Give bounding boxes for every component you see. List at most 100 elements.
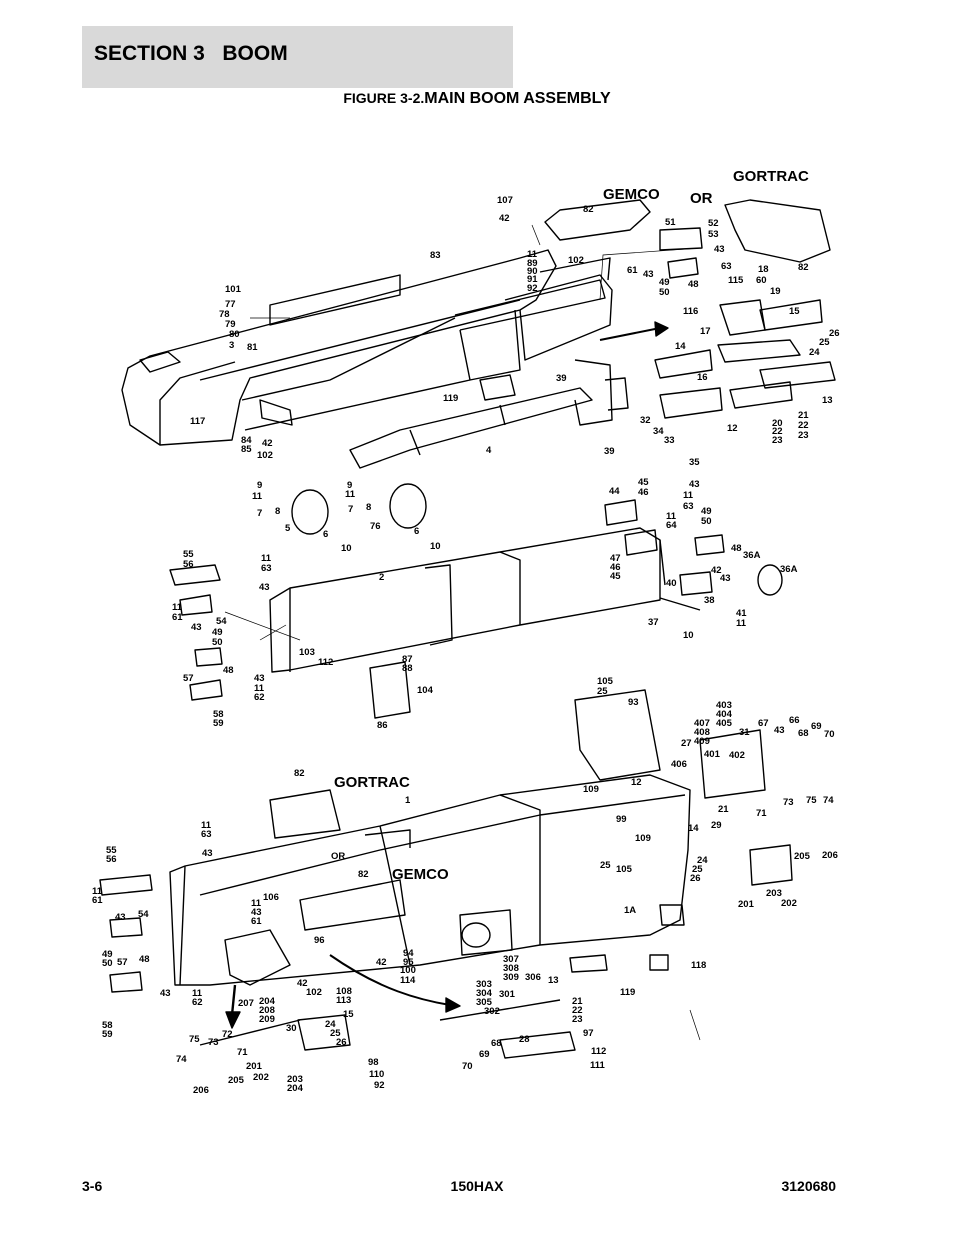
gemco-label-top: GEMCO [603,186,660,203]
part-callout: 21 [572,996,583,1007]
part-callout: 52 [708,218,719,229]
figure-number: FIGURE 3-2. [343,90,425,106]
figure-title: FIGURE 3-2.MAIN BOOM ASSEMBLY [0,90,954,108]
part-callout: 404 [716,709,733,720]
part-callout: 97 [583,1028,594,1039]
part-callout: 68 [798,728,809,739]
part-callout: 55 [183,549,194,560]
part-callout: 49 [659,277,670,288]
part-callout: 68 [491,1038,502,1049]
part-callout: 205 [794,851,811,862]
part-callout: 61 [251,916,262,927]
part-callout: 58 [102,1020,113,1031]
part-callout: 41 [736,608,747,619]
part-callout: 201 [246,1061,263,1072]
part-callout: 1A [624,905,636,916]
part-callout: 402 [729,750,745,761]
part-callout: 43 [191,622,202,633]
part-callout: 111 [590,1060,606,1071]
part-callout: 95 [403,957,414,968]
part-callout: 24 [325,1019,336,1030]
part-callout: 408 [694,727,710,738]
page-number: 3-6 [82,1178,103,1194]
part-callout: 61 [172,612,183,623]
part-callout: 42 [376,957,387,968]
part-callout: 3 [229,340,234,351]
part-callout: 34 [653,426,664,437]
part-callout: 22 [798,420,809,431]
part-callout: 308 [503,963,519,974]
part-callout: 10 [341,543,352,554]
part-callout: 22 [572,1005,583,1016]
part-callout: 26 [690,873,701,884]
part-callout: 112 [318,657,333,668]
part-callout: 13 [548,975,559,986]
part-callout: 58 [213,709,224,720]
part-callout: 71 [237,1047,248,1058]
part-callout: 70 [824,729,835,740]
part-callout: 15 [789,306,800,317]
part-callout: 5 [285,523,291,534]
gemco-label-bottom: GEMCO [392,866,449,883]
part-callout: 37 [648,617,659,628]
part-callout: 89 [527,258,538,269]
part-callout: 7 [348,504,353,515]
callout-leaders [224,224,701,1041]
part-callout: 204 [259,996,276,1007]
part-callout: 80 [229,329,240,340]
part-callout: 99 [616,814,627,825]
part-callout: 11 [252,491,263,502]
part-callout: 307 [503,954,519,965]
part-callout: 77 [225,299,236,310]
part-callout: 110 [369,1069,384,1080]
or-label-bottom: OR [331,851,345,862]
part-callout: 72 [222,1029,233,1040]
gortrac-label-top: GORTRAC [733,168,809,185]
part-callout: 57 [183,673,194,684]
part-callout: 30 [286,1023,297,1034]
part-callout: 43 [643,269,654,280]
part-callout: 63 [721,261,732,272]
part-callout: 303 [476,979,492,990]
part-callout: 108 [336,986,352,997]
part-callout: 26 [336,1037,347,1048]
part-callout: 11 [251,898,262,909]
part-callout: 62 [192,997,203,1008]
part-callout: 11 [527,249,538,260]
part-callout: 38 [704,595,715,606]
part-callout: 48 [688,279,699,290]
part-callout: 115 [728,275,744,286]
part-callout: 25 [330,1028,341,1039]
part-callout: 48 [731,543,742,554]
part-callout: 101 [225,284,242,295]
part-callout: 45 [638,477,649,488]
part-callout: 82 [583,204,594,215]
part-callout: 36A [743,550,761,561]
part-callout: 407 [694,718,710,729]
part-callout: 11 [736,618,747,629]
part-callout: 49 [102,949,113,960]
part-callout: 59 [102,1029,113,1040]
part-callout: 62 [254,692,265,703]
brand-labels: GEMCO OR GORTRAC GORTRAC OR GEMCO [331,168,809,883]
part-callout: 92 [374,1080,385,1091]
part-callout: 8 [366,502,371,513]
part-callout: 119 [443,393,458,404]
part-callout: 107 [497,195,513,206]
part-callout: 28 [519,1034,530,1045]
part-callout: 401 [704,749,721,760]
part-callout: 74 [176,1054,187,1065]
part-callout: 85 [241,444,252,455]
part-callout: 202 [781,898,797,909]
part-callout: 61 [92,895,103,906]
part-callout: 43 [160,988,171,999]
part-callout: 26 [829,328,840,339]
part-callout: 98 [368,1057,379,1068]
part-callout: 76 [370,521,381,532]
part-callout: 15 [343,1009,354,1020]
part-callout: 50 [102,958,113,969]
part-callout: 17 [700,326,711,337]
part-callout: 67 [758,718,769,729]
part-callout: 112 [591,1046,606,1057]
part-callout: 46 [638,487,649,498]
